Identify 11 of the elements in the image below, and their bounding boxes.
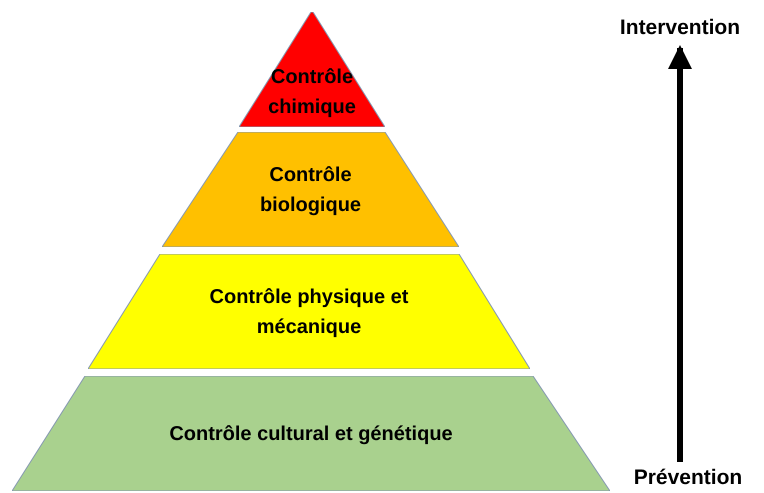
tier-label: Contrôle physique et mécanique bbox=[208, 284, 410, 340]
tier-label: Contrôle cultural et génétique bbox=[169, 422, 453, 446]
axis-end-label: Prévention bbox=[612, 464, 764, 492]
pyramid-tier bbox=[239, 12, 385, 127]
pyramid-tier bbox=[162, 132, 459, 247]
pyramid-tier bbox=[12, 376, 610, 491]
tier-label: Contrôle chimique bbox=[267, 64, 357, 120]
tier-label: Contrôle biologique bbox=[258, 162, 362, 218]
arrow bbox=[668, 45, 692, 462]
pyramid-tier bbox=[88, 254, 530, 369]
axis-end-label: Intervention bbox=[596, 14, 764, 42]
